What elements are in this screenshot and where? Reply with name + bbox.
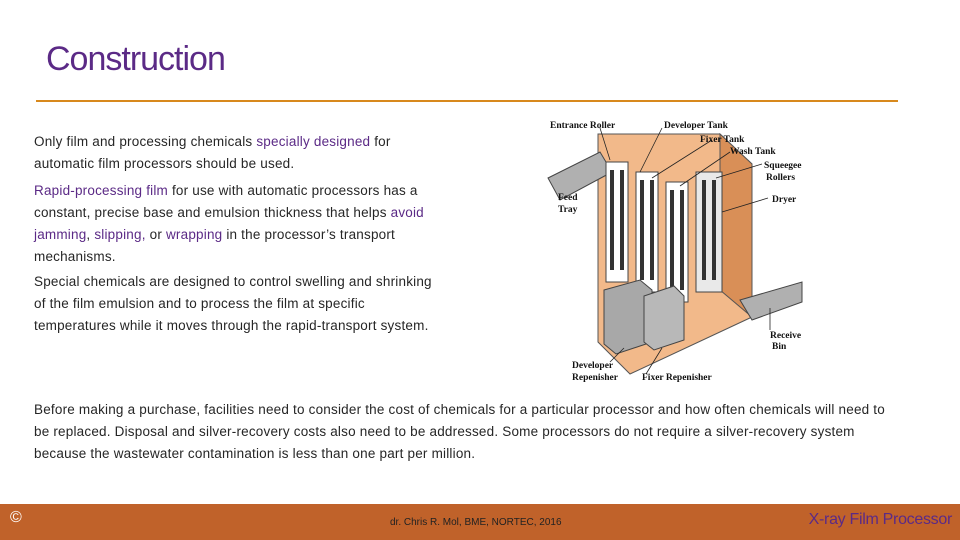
highlight-rapid-processing-film: Rapid-processing film <box>34 183 168 198</box>
text-run: for use with automatic processors has a … <box>34 183 418 220</box>
film-processor-diagram: Entrance Roller Developer Tank Fixer Tan… <box>547 121 803 383</box>
text-run: , <box>86 227 95 242</box>
receive-bin-shape <box>739 281 803 321</box>
label-receive: Receive <box>770 331 801 341</box>
paragraph-special-chemicals: Special chemicals are designed to contro… <box>34 274 432 333</box>
label-feed: Feed <box>558 193 578 203</box>
label-dryer: Dryer <box>772 195 797 205</box>
copyright-symbol: © <box>10 509 22 526</box>
developer-tank-shape <box>605 161 629 283</box>
slide-title: Construction <box>46 40 226 78</box>
paragraph-chemicals: Only film and processing chemicals speci… <box>34 131 444 175</box>
label-fixer-tank: Fixer Tank <box>700 135 745 145</box>
text-run: for automatic film processors should be … <box>34 134 391 171</box>
label-developer: Developer <box>572 361 614 371</box>
label-rollers: Rollers <box>766 173 795 183</box>
label-squeegee: Squeegee <box>764 161 801 171</box>
label-developer-tank: Developer Tank <box>664 121 729 131</box>
footer-title: X-ray Film Processor <box>808 511 953 528</box>
highlight-slipping: slipping, <box>94 227 146 242</box>
paragraph-rapid-film: Rapid-processing film for use with autom… <box>34 180 444 268</box>
footer-bar <box>0 504 960 540</box>
fixer-tank-shape <box>635 171 659 293</box>
paragraph-purchase: Before making a purchase, facilities nee… <box>34 402 885 461</box>
label-tray: Tray <box>558 205 578 215</box>
wash-tank-shape <box>665 181 689 303</box>
text-run: Only film and processing chemicals <box>34 134 257 149</box>
label-entrance-roller: Entrance Roller <box>550 121 616 131</box>
footer-credit: dr. Chris R. Mol, BME, NORTEC, 2016 <box>390 517 562 528</box>
roller-stacks <box>610 170 716 290</box>
fixer-replenisher-shape <box>643 285 685 351</box>
highlight-wrapping: wrapping <box>165 227 223 242</box>
label-wash-tank: Wash Tank <box>730 147 776 157</box>
title-divider <box>36 100 898 102</box>
dryer-shape <box>695 171 723 293</box>
cabinet-side <box>719 132 753 319</box>
highlight-avoid-jamming: avoid jamming <box>34 205 424 242</box>
label-fixer-repenisher: Fixer Repenisher <box>642 373 713 383</box>
highlight-specially-designed: specially designed <box>256 134 371 149</box>
text-run: in the processor’s transport mechanisms. <box>34 227 396 264</box>
text-run: or <box>145 227 166 242</box>
label-bin: Bin <box>772 342 787 352</box>
label-repenisher: Repenisher <box>572 373 619 383</box>
